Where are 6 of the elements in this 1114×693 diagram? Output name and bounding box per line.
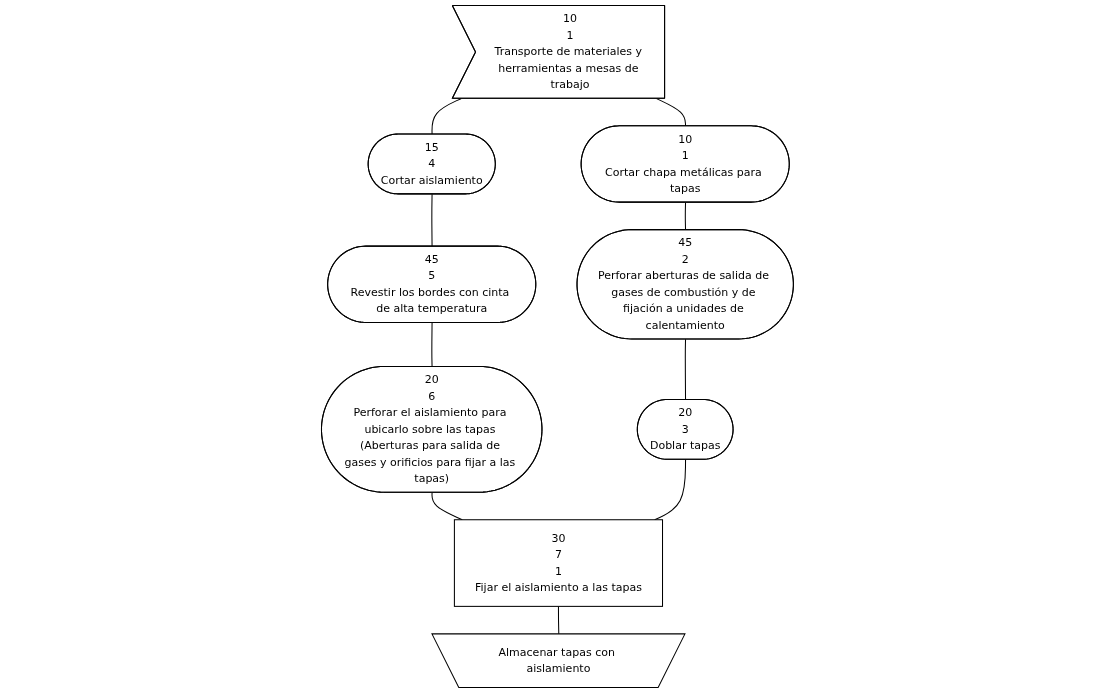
connector bbox=[430, 322, 433, 368]
connector bbox=[684, 338, 686, 401]
connector bbox=[430, 193, 433, 247]
node-box: 30 7 1 Fijar el aislamiento a las tapas bbox=[453, 519, 663, 607]
connector bbox=[431, 492, 463, 521]
connector bbox=[684, 201, 686, 231]
